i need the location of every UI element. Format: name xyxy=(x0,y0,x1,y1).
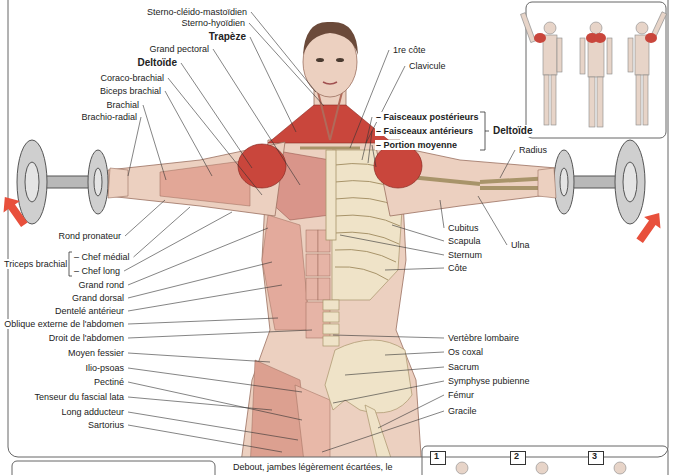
leader-line xyxy=(128,382,302,420)
leader-line xyxy=(345,367,444,375)
figure xyxy=(17,22,645,457)
motion-arrow xyxy=(631,207,667,246)
part-label: – Faisceaux antérieurs xyxy=(375,126,474,136)
part-label: Brachio-radial xyxy=(80,112,138,122)
leader-line xyxy=(128,425,282,452)
leader-line xyxy=(165,91,212,176)
part-label: Triceps brachial xyxy=(3,259,68,269)
leader-line xyxy=(392,225,444,241)
part-label: Sterno-hyoïdien xyxy=(180,18,246,28)
leader-line xyxy=(385,352,444,355)
steps-panel xyxy=(422,446,668,475)
leader-line xyxy=(124,212,232,271)
leader-line xyxy=(440,200,444,228)
leader-line xyxy=(125,200,165,236)
inset-figures xyxy=(521,2,667,138)
part-label: Symphyse pubienne xyxy=(447,376,531,386)
dumbbell xyxy=(17,140,645,224)
part-label: Gracile xyxy=(447,406,478,416)
leader-line xyxy=(478,196,507,245)
step-number: 2 xyxy=(511,452,525,462)
leader-line xyxy=(500,150,515,178)
text-panel xyxy=(12,461,215,475)
part-label: Dentelé antérieur xyxy=(54,306,125,316)
part-label: – Chef long xyxy=(73,266,121,276)
leader-line xyxy=(128,353,270,362)
leader-line xyxy=(128,228,268,285)
leader-line xyxy=(128,262,272,298)
leader-line xyxy=(333,335,444,338)
bracket xyxy=(69,252,72,276)
part-label: Long adducteur xyxy=(60,407,125,417)
part-label: Radius xyxy=(518,145,548,155)
part-label: Cubitus xyxy=(447,223,480,233)
part-label: Sternum xyxy=(447,250,483,260)
part-label: Tenseur du fascial lata xyxy=(33,392,125,402)
part-label: Côte xyxy=(447,263,468,273)
leader-line xyxy=(128,397,272,410)
part-label: Grand dorsal xyxy=(71,293,125,303)
leader-line xyxy=(128,412,298,440)
frame xyxy=(8,0,668,457)
leader-line xyxy=(181,63,252,168)
part-label: Vertèbre lombaire xyxy=(447,333,520,343)
leader-line xyxy=(213,49,300,185)
part-label: Biceps brachial xyxy=(99,86,162,96)
part-label: Sterno-cléido-mastoïdien xyxy=(146,7,248,17)
step-number: 1 xyxy=(431,452,445,462)
bracket xyxy=(480,112,489,150)
part-label: Grand pectoral xyxy=(148,44,210,54)
part-label: Brachial xyxy=(105,100,140,110)
leader-line xyxy=(128,368,302,392)
leader-line xyxy=(168,78,262,195)
part-label: Oblique externe de l'abdomen xyxy=(3,319,125,329)
part-label: Rond pronateur xyxy=(57,231,122,241)
step-box: 1 xyxy=(430,451,446,465)
part-label: Droit de l'abdomen xyxy=(48,333,125,343)
part-label: Clavicule xyxy=(408,61,447,71)
part-label: Fémur xyxy=(447,390,475,400)
part-label: – Chef médial xyxy=(73,252,131,262)
leader-line xyxy=(128,318,278,324)
part-label: Sartorius xyxy=(87,420,125,430)
leader-line xyxy=(340,235,444,255)
leader-line xyxy=(128,117,141,176)
leader-line xyxy=(362,117,372,160)
leader-line xyxy=(143,105,166,180)
leader-line xyxy=(134,207,190,257)
motion-arrow xyxy=(0,191,33,230)
step-box: 2 xyxy=(510,451,526,465)
part-label: Deltoïde xyxy=(137,57,178,69)
leader-line xyxy=(378,395,444,428)
part-label: – Portion moyenne xyxy=(375,140,458,150)
leader-line xyxy=(368,131,372,163)
step-box: 3 xyxy=(588,451,604,465)
step-number: 3 xyxy=(589,452,603,462)
body-text: Debout, jambes légèrement écartées, le xyxy=(232,462,394,472)
leader-line xyxy=(385,268,444,270)
leader-line xyxy=(322,411,444,452)
leader-line xyxy=(128,285,282,311)
part-label: Coraco-brachial xyxy=(99,73,165,83)
leader-line xyxy=(251,12,316,92)
leader-line xyxy=(128,330,312,338)
leader-line xyxy=(249,23,324,106)
part-label: Deltoïde xyxy=(492,125,533,137)
part-label: – Faisceaux postérieurs xyxy=(375,112,480,122)
part-label: Os coxal xyxy=(447,347,484,357)
part-label: 1re côte xyxy=(392,45,427,55)
part-label: Ulna xyxy=(510,240,531,250)
part-label: Trapèze xyxy=(208,31,247,43)
part-label: Moyen fessier xyxy=(67,348,125,358)
part-label: Ilio-psoas xyxy=(84,363,125,373)
leader-line xyxy=(333,381,444,403)
part-label: Grand rond xyxy=(77,280,125,290)
part-label: Pectiné xyxy=(93,377,125,387)
part-label: Scapula xyxy=(447,236,482,246)
part-label: Sacrum xyxy=(447,362,480,372)
